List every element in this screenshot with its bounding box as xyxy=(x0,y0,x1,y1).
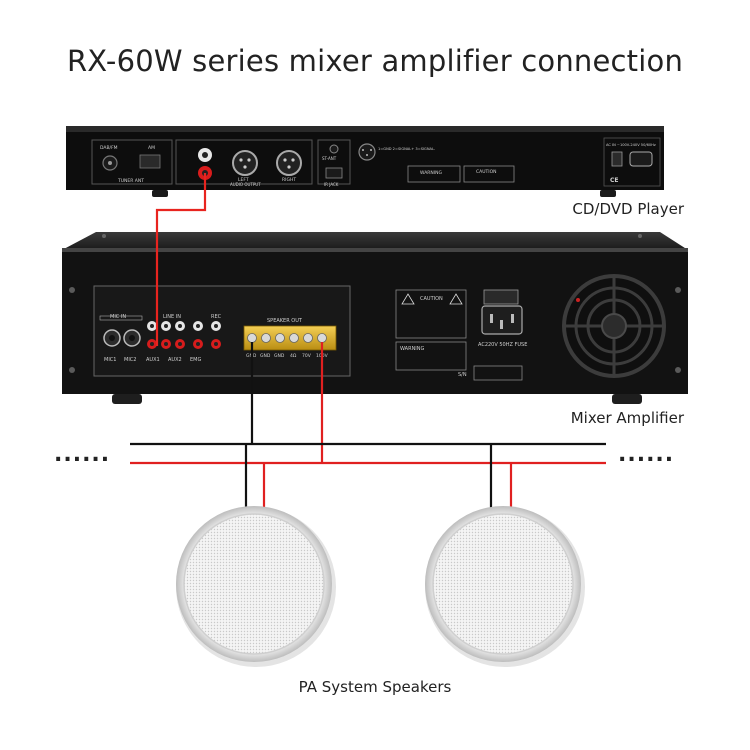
cd-player-caption: CD/DVD Player xyxy=(572,200,684,218)
screw xyxy=(102,234,106,238)
terminal-label-70v: 70V xyxy=(302,353,312,359)
din-pin xyxy=(366,154,368,156)
mic1-jack-center xyxy=(109,335,115,341)
ir-jack-label: IR JACK xyxy=(324,182,339,187)
terminal-screw-gnd-1[interactable] xyxy=(248,334,257,343)
screw xyxy=(675,287,681,293)
cd-rca-white-center xyxy=(202,152,208,158)
din-pin xyxy=(370,149,372,151)
cd-power-label: AC IN ~100V-240V 50/60Hz xyxy=(606,143,656,147)
din-connector[interactable] xyxy=(359,144,375,160)
terminal-screw-100v[interactable] xyxy=(318,334,327,343)
speaker2-grille xyxy=(433,514,573,654)
fuse-holder xyxy=(484,290,518,304)
xlr-left-jack[interactable] xyxy=(233,151,257,175)
audio-output-label: AUDIO OUTPUT xyxy=(230,182,261,187)
ceiling-speaker-2 xyxy=(425,506,585,667)
amp-foot-right xyxy=(612,394,642,404)
mic-in-label: MIC IN xyxy=(110,314,126,320)
screw xyxy=(69,367,75,373)
inlet-pin xyxy=(500,320,503,329)
cd-player: DAB/FM AM TUNER ANT LEFT AUDIO OUTPUT RI… xyxy=(66,126,664,197)
fuse-label: AC220V 50HZ FUSE xyxy=(478,342,527,348)
aux2-rca-white-center xyxy=(178,324,182,328)
fm-antenna-jack-center xyxy=(108,161,112,165)
xlr-left-pin xyxy=(243,165,246,168)
xlr-right-pin xyxy=(283,158,286,161)
mic2-label: MIC2 xyxy=(124,357,136,363)
sn-label: S/N xyxy=(458,372,467,378)
terminal-screw-gnd-2[interactable] xyxy=(262,334,271,343)
cd-foot-right xyxy=(600,190,616,197)
din-legend: 1=GND 2=SIGNAL+ 3=SIGNAL- xyxy=(378,147,436,151)
amplifier-caption: Mixer Amplifier xyxy=(571,409,684,427)
screw xyxy=(638,234,642,238)
ce-mark: CE xyxy=(610,177,619,184)
emg-label: EMG xyxy=(190,357,201,363)
st-ant-jack[interactable] xyxy=(330,145,338,153)
am-label: AM xyxy=(148,145,155,151)
screw xyxy=(675,367,681,373)
aux1-label: AUX1 xyxy=(146,357,160,363)
xlr-right-pin xyxy=(291,158,294,161)
aux1-rca-white-center xyxy=(150,324,154,328)
terminal-screw-4ohm[interactable] xyxy=(290,334,299,343)
fan-hub xyxy=(602,314,626,338)
terminal-label-4ohm: 4Ω xyxy=(290,353,297,359)
right-label: RIGHT xyxy=(282,177,296,183)
terminal-label-gnd-3: GND xyxy=(274,353,285,359)
mic2-jack-center xyxy=(129,335,135,341)
line-in-label: LINE IN xyxy=(163,314,181,320)
tuner-ant-label: TUNER ANT xyxy=(117,178,144,184)
terminal-screw-gnd-3[interactable] xyxy=(276,334,285,343)
ceiling-speaker-1 xyxy=(176,506,336,667)
terminal-label-gnd-2: GND xyxy=(260,353,271,359)
speaker1-grille xyxy=(184,514,324,654)
xlr-left-pin xyxy=(247,158,250,161)
emg-rca-red-center xyxy=(196,342,200,346)
dab-fm-label: DAB/FM xyxy=(100,145,118,151)
cd-power-switch[interactable] xyxy=(612,152,622,166)
inlet-pin xyxy=(490,314,493,323)
mic1-label: MIC1 xyxy=(104,357,116,363)
am-terminal[interactable] xyxy=(140,155,160,168)
amp-foot-left xyxy=(112,394,142,404)
st-ant-label: ST-ANT xyxy=(322,156,337,161)
amp-caution-label: CAUTION xyxy=(420,296,443,302)
fan-wire-red xyxy=(576,298,580,302)
speaker-out-label: SPEAKER OUT xyxy=(267,318,303,324)
xlr-right-jack[interactable] xyxy=(277,151,301,175)
aux1-rca-red-center xyxy=(150,342,154,346)
cd-warning-label: WARNING xyxy=(420,170,442,176)
amp-warning-label: WARNING xyxy=(400,346,425,352)
aux2-rca-red-center xyxy=(178,342,182,346)
terminal-screw-70v[interactable] xyxy=(304,334,313,343)
speakers-caption: PA System Speakers xyxy=(0,678,750,696)
aux2-label: AUX2 xyxy=(168,357,182,363)
xlr-right-pin xyxy=(287,165,290,168)
bus-continuation-right: ...... xyxy=(618,442,674,467)
cd-caution-label: CAUTION xyxy=(476,169,497,175)
rec-label: REC xyxy=(211,314,222,320)
cd-player-top-edge xyxy=(66,126,664,132)
cd-foot-left xyxy=(152,190,168,197)
rec-rca-red-center xyxy=(214,342,218,346)
screw xyxy=(69,287,75,293)
cooling-fan xyxy=(564,276,664,376)
emg-rca-white-center xyxy=(196,324,200,328)
xlr-left-pin xyxy=(239,158,242,161)
bus-continuation-left: ...... xyxy=(54,442,110,467)
din-pin xyxy=(362,149,364,151)
ir-jack-port[interactable] xyxy=(326,168,342,178)
aux1b-rca-white-center xyxy=(164,324,168,328)
inlet-pin xyxy=(511,314,514,323)
cd-power-inlet[interactable] xyxy=(630,152,652,166)
rec-rca-white-center xyxy=(214,324,218,328)
aux1b-rca-red-center xyxy=(164,342,168,346)
